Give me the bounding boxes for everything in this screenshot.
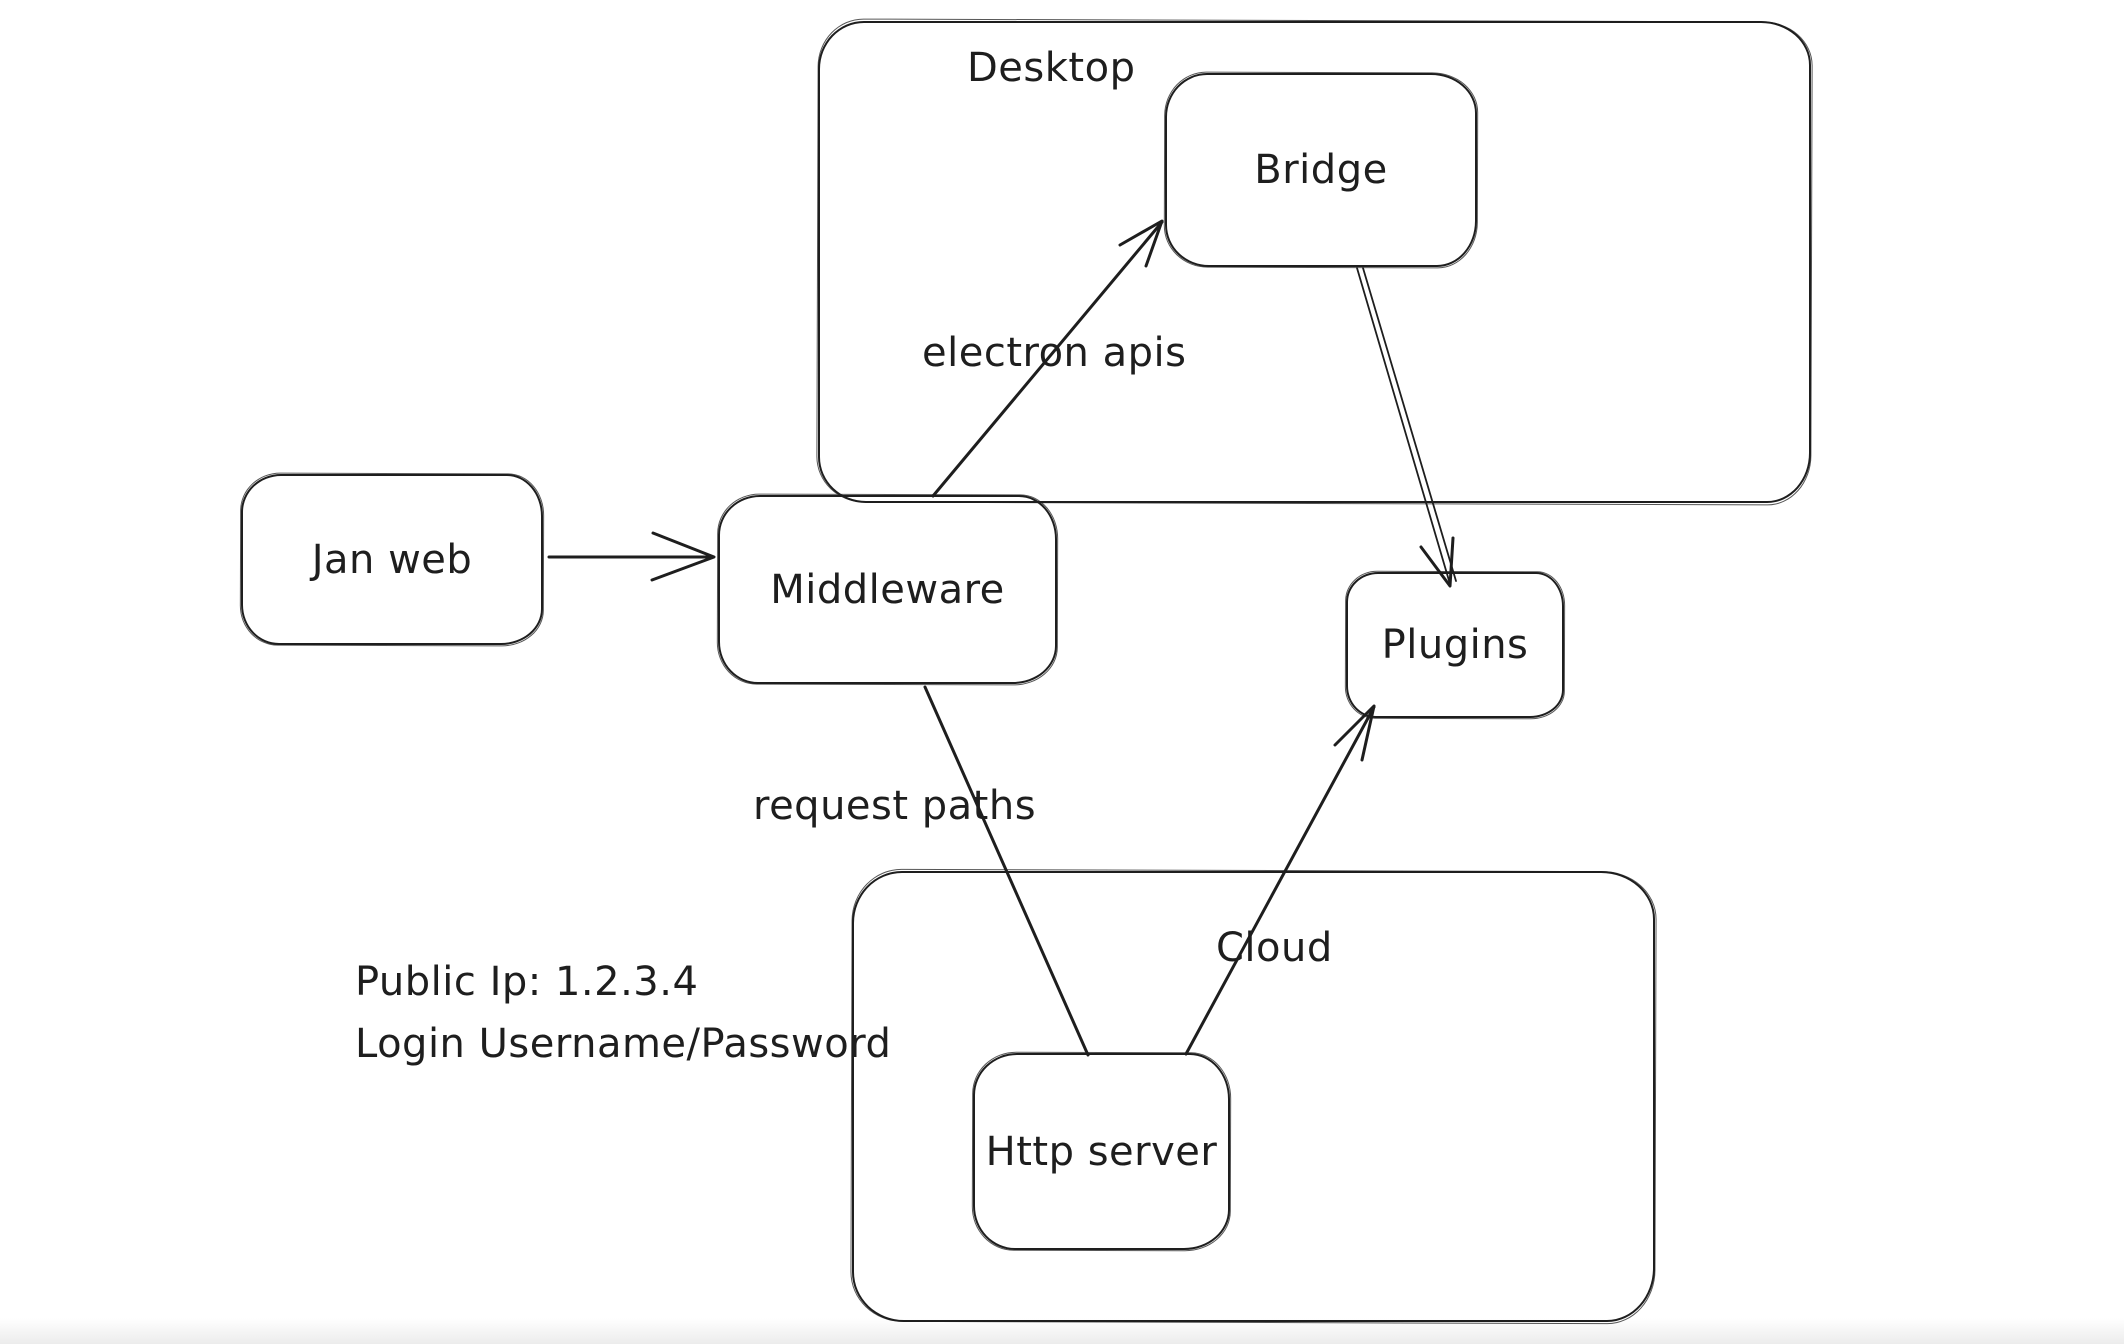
edge-httpserver-to-plugins bbox=[1184, 705, 1376, 1056]
edge-label-electron-apis: electron apis bbox=[922, 330, 1187, 376]
middleware-node: Middleware bbox=[718, 495, 1057, 684]
middleware-node-label: Middleware bbox=[770, 566, 1005, 613]
bottom-fade-strip bbox=[0, 1318, 2124, 1344]
arrowhead-middleware-to-bridge bbox=[1118, 219, 1164, 268]
http-server-node-label: Http server bbox=[985, 1128, 1218, 1175]
desktop-container-label: Desktop bbox=[967, 45, 1136, 91]
plugins-node-label: Plugins bbox=[1381, 622, 1529, 668]
annotation-public-ip: Public Ip: 1.2.3.4 bbox=[355, 959, 699, 1005]
http-server-node: Http server bbox=[973, 1053, 1230, 1250]
bridge-node: Bridge bbox=[1165, 73, 1477, 267]
cloud-container-label: Cloud bbox=[1216, 925, 1333, 971]
bridge-node-label: Bridge bbox=[1254, 147, 1388, 193]
edge-label-request-paths: request paths bbox=[753, 783, 1037, 829]
annotation-login: Login Username/Password bbox=[355, 1021, 892, 1067]
annotation-block: Public Ip: 1.2.3.4 Login Username/Passwo… bbox=[355, 951, 891, 1075]
edge-bridge-to-plugins bbox=[1356, 267, 1451, 585]
edge-middleware-to-httpserver bbox=[923, 685, 1090, 1057]
jan-web-node-label: Jan web bbox=[311, 536, 473, 583]
edge-bridge-to-plugins-double bbox=[1362, 267, 1457, 582]
plugins-node: Plugins bbox=[1346, 572, 1564, 718]
arrowhead-janweb-to-middleware bbox=[650, 531, 716, 582]
jan-web-node: Jan web bbox=[241, 474, 543, 645]
